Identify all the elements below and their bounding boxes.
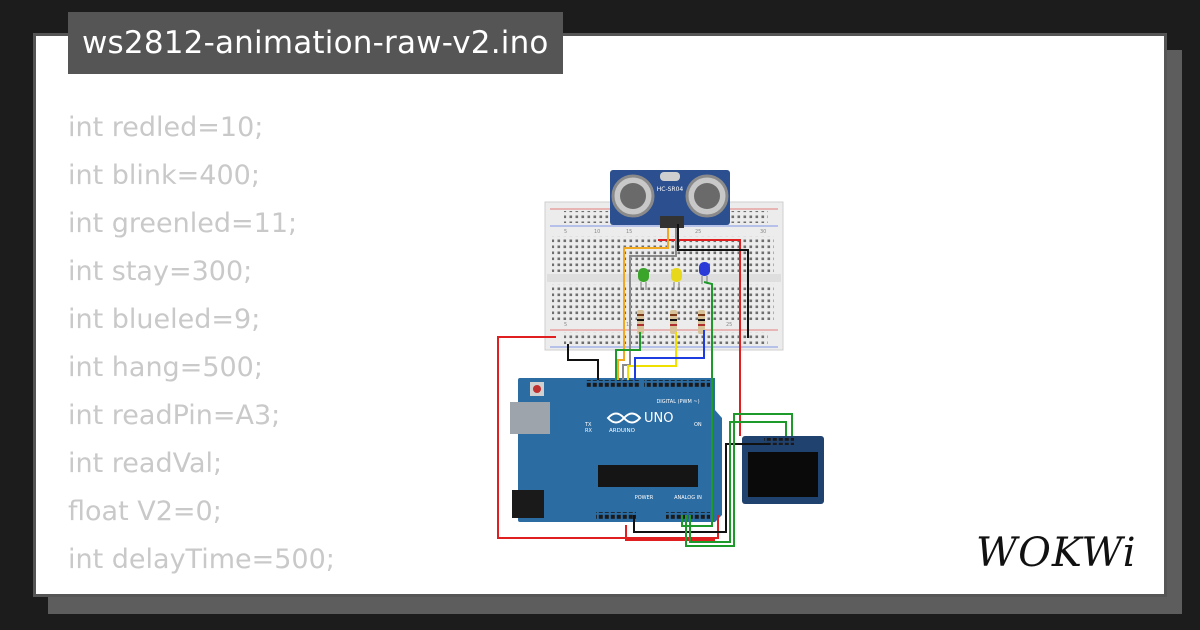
led-green [638,268,649,290]
wokwi-logo: WOKWi [976,530,1137,576]
code-preview: int redled=10; int blink=400; int greenl… [68,104,335,584]
code-line: int stay=300; [68,256,253,287]
oled-pins [764,438,794,445]
wire-green [685,413,793,547]
sensor-pins [660,216,684,228]
column-number: 30 [760,229,766,235]
oled-screen [748,452,818,497]
analog-label: ANALOG IN [674,495,702,501]
circuit-diagram: 5 10 15 25 30 5 15 25 HC-SR04 [497,170,824,547]
ultrasonic-sensor: HC-SR04 [610,170,730,228]
breadboard-terminal-holes [552,236,774,272]
wire-yellow [627,332,677,380]
code-line: int hang=500; [68,352,263,383]
resistors [637,310,705,334]
wire-black [633,443,770,533]
led-blue-body [699,262,710,276]
wires [497,224,793,547]
sensor-mesh [620,183,646,209]
code-line: int blueled=9; [68,304,261,335]
on-label: ON [694,422,702,428]
column-number: 25 [726,322,732,328]
wokwi-logo-text: WOKWi [976,530,1137,576]
column-number: 5 [564,322,567,328]
code-line: int readVal; [68,448,223,479]
wire-red [658,239,741,436]
power-header [596,512,636,519]
oled-display [742,436,824,504]
sensor-label: HC-SR04 [657,186,684,193]
rx-label: RX [585,428,592,434]
wire-gray [622,228,677,380]
column-number: 25 [695,229,701,235]
sensor-mesh [694,183,720,209]
led-yellow-body [671,268,682,282]
usb-connector [510,402,550,434]
code-line: int blink=400; [68,160,260,191]
board-brand: ARDUINO [609,428,636,434]
resistor [637,310,644,334]
wire-orange [617,228,669,380]
sensor-crystal [660,172,680,181]
code-line: int redled=10; [68,112,264,143]
wire-green [615,332,641,380]
power-label: POWER [635,495,654,501]
code-line: int greenled=11; [68,208,298,239]
tx-label: TX [584,422,592,428]
code-line: float V2=0; [68,496,222,527]
digital-header [586,380,640,387]
arduino-logo-icon [606,412,642,424]
code-line: int delayTime=500; [68,544,335,575]
column-number: 10 [594,229,600,235]
analog-header [666,512,710,519]
led-yellow [671,268,682,290]
breadboard-channel [547,274,781,282]
code-line: int readPin=A3; [68,400,281,431]
wire-blue [634,330,705,380]
project-title: ws2812-animation-raw-v2.ino [68,12,563,74]
wire-green [689,421,787,543]
wire-green [681,281,713,527]
board-model: UNO [644,411,673,426]
digital-header [644,380,710,387]
digital-header-label: DIGITAL (PWM ~) [656,399,699,405]
led-green-body [638,268,649,282]
column-number: 15 [626,229,632,235]
column-number: 5 [564,229,567,235]
resistor [670,310,677,334]
breadboard-rail-holes [564,332,768,344]
power-jack [512,490,544,518]
wire-red [497,336,719,539]
breadboard-terminal-holes [552,284,774,320]
microcontroller-chip [598,465,698,487]
arduino-uno: DIGITAL (PWM ~) UNO ARDUINO TX RX ON POW… [510,378,722,522]
wire-black [567,344,599,380]
wire-black [677,224,749,338]
